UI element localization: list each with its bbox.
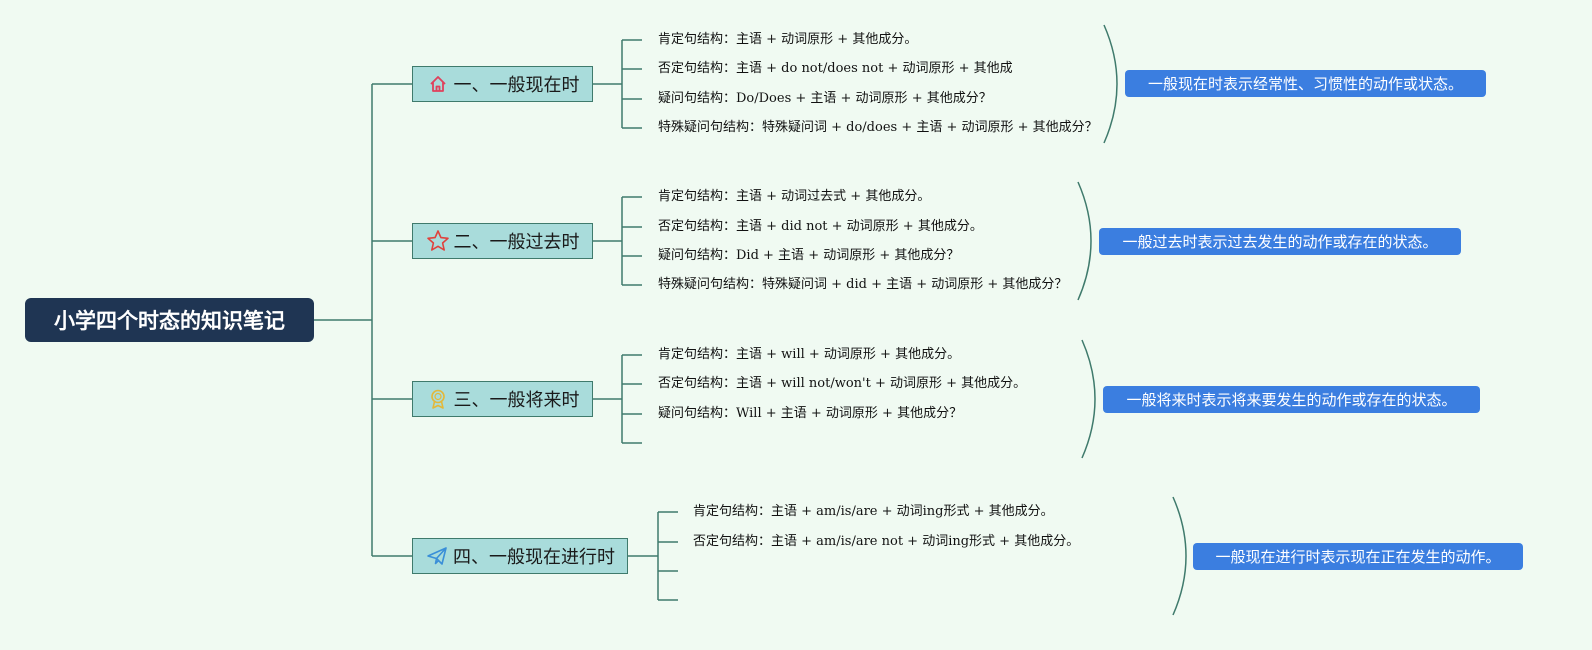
summary-present-continuous[interactable]: 一般现在进行时表示现在正在发生的动作。	[1193, 543, 1523, 570]
summary-past-simple[interactable]: 一般过去时表示过去发生的动作或存在的状态。	[1099, 228, 1461, 255]
leaf-item[interactable]: 疑问句结构：Did + 主语 + 动词原形 + 其他成分？	[658, 248, 960, 263]
medal-icon	[426, 387, 450, 411]
house-icon	[426, 72, 450, 96]
root-topic[interactable]: 小学四个时态的知识笔记	[25, 298, 314, 342]
branch-label: 四、一般现在进行时	[453, 547, 615, 568]
branch-present-continuous[interactable]: 四、一般现在进行时	[412, 538, 628, 574]
leaf-item[interactable]: 否定句结构：主语 + did not + 动词原形 + 其他成分。	[658, 219, 983, 234]
branch-label: 二、一般过去时	[453, 232, 580, 253]
leaf-item[interactable]: 肯定句结构：主语 + 动词过去式 + 其他成分。	[658, 189, 931, 204]
star-icon	[426, 229, 450, 253]
leaf-item[interactable]: 特殊疑问句结构：特殊疑问词 + did + 主语 + 动词原形 + 其他成分？	[658, 277, 1068, 292]
leaf-item[interactable]: 肯定句结构：主语 + am/is/are + 动词ing形式 + 其他成分。	[693, 504, 1054, 519]
branch-future-simple[interactable]: 三、一般将来时	[412, 381, 593, 417]
branch-label: 三、一般将来时	[453, 390, 580, 411]
branch-past-simple[interactable]: 二、一般过去时	[412, 223, 593, 259]
leaf-item[interactable]: 否定句结构：主语 + do not/does not + 动词原形 + 其他成	[658, 61, 1013, 76]
leaf-item[interactable]: 肯定句结构：主语 + 动词原形 + 其他成分。	[658, 32, 918, 47]
leaf-item[interactable]: 肯定句结构：主语 + will + 动词原形 + 其他成分。	[658, 347, 961, 362]
summary-future-simple[interactable]: 一般将来时表示将来要发生的动作或存在的状态。	[1103, 386, 1480, 413]
leaf-item[interactable]: 否定句结构：主语 + am/is/are not + 动词ing形式 + 其他成…	[693, 534, 1080, 549]
summary-present-simple[interactable]: 一般现在时表示经常性、习惯性的动作或状态。	[1125, 70, 1486, 97]
leaf-item[interactable]: 特殊疑问句结构：特殊疑问词 + do/does + 主语 + 动词原形 + 其他…	[658, 120, 1098, 135]
branch-present-simple[interactable]: 一、一般现在时	[412, 66, 593, 102]
leaf-item[interactable]: 疑问句结构：Will + 主语 + 动词原形 + 其他成分？	[658, 406, 963, 421]
leaf-item[interactable]: 疑问句结构：Do/Does + 主语 + 动词原形 + 其他成分？	[658, 91, 992, 106]
paper-plane-icon	[425, 544, 449, 568]
leaf-item[interactable]: 否定句结构：主语 + will not/won't + 动词原形 + 其他成分。	[658, 376, 1027, 391]
branch-label: 一、一般现在时	[453, 75, 580, 96]
